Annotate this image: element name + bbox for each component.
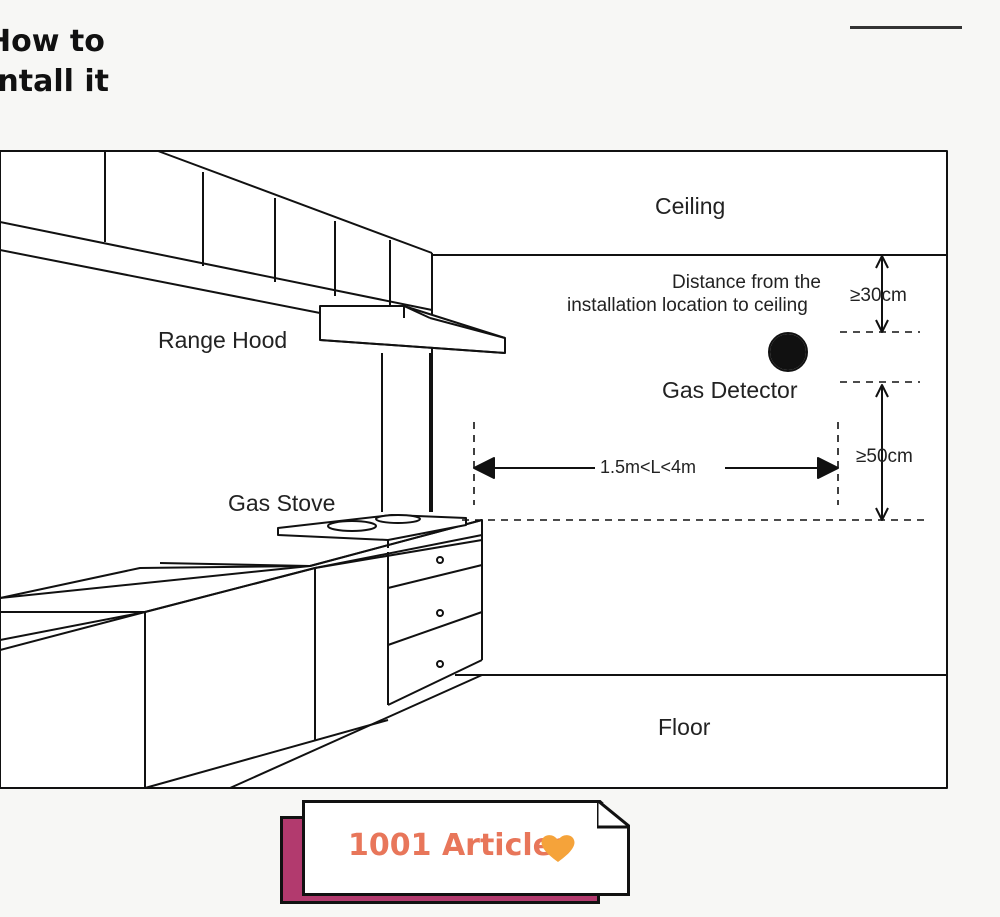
distance-label-line-1: Distance from the: [672, 272, 821, 293]
distance-label-line-2: installation location to ceiling: [567, 295, 808, 316]
horizontal-range-label: 1.5m<L<4m: [600, 457, 697, 477]
lower-cabinets: [0, 520, 483, 789]
floor-label: Floor: [658, 714, 711, 740]
heading-line-1: How to: [0, 24, 105, 59]
gas-stove-label: Gas Stove: [228, 490, 336, 516]
diagram-frame: [0, 150, 948, 789]
heading-line-2: ’ntall it: [0, 64, 109, 99]
banner-text: 1001 Articles: [348, 828, 571, 863]
ceiling-gap-label: ≥30cm: [850, 285, 907, 306]
page-heading: How to ’ntall it: [0, 22, 109, 102]
ceiling-label: Ceiling: [655, 193, 726, 219]
gas-stove: [277, 514, 467, 548]
range-hood: [319, 305, 506, 512]
gas-detector-icon: [770, 334, 806, 370]
gas-detector-label: Gas Detector: [662, 377, 798, 403]
dimension-arrows: [473, 255, 889, 521]
range-hood-label: Range Hood: [158, 327, 288, 353]
banner-folded-corner: [597, 800, 630, 829]
stove-gap-label: ≥50cm: [856, 446, 913, 467]
articles-banner: 1001 Articles: [278, 798, 638, 910]
heart-icon: [541, 835, 575, 862]
banner-card: [302, 800, 630, 896]
upper-cabinets: [0, 150, 433, 314]
dimension-lines: [462, 331, 925, 521]
top-rule-divider: [850, 26, 962, 29]
